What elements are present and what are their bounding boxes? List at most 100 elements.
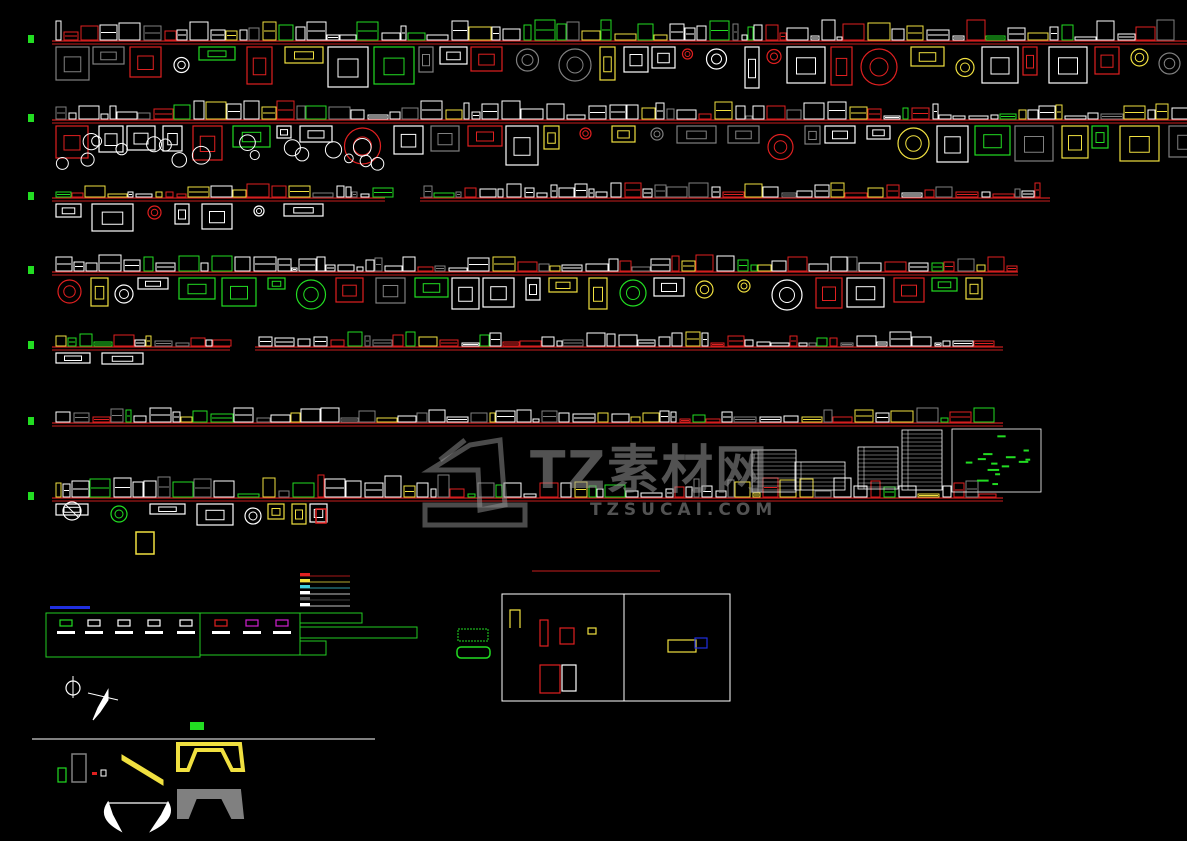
elevation-block <box>85 262 98 272</box>
plan-block <box>893 277 925 303</box>
elevation-block <box>261 106 277 120</box>
elevation-block <box>883 115 901 120</box>
plan-block <box>767 133 794 161</box>
elevation-block <box>538 263 550 272</box>
elevation-block <box>669 23 685 41</box>
elevation-block <box>1021 190 1035 198</box>
elevation-block <box>446 416 469 423</box>
elevation-block <box>539 482 559 498</box>
elevation-block <box>154 340 173 347</box>
plan-block <box>299 125 333 143</box>
elevation-block <box>210 29 226 41</box>
plan-block <box>1014 125 1054 162</box>
watermark-logo <box>421 437 528 528</box>
elevation-block <box>325 264 336 272</box>
elevation-block <box>830 182 845 198</box>
elevation-block <box>856 335 877 347</box>
elevation-block <box>884 261 907 272</box>
elevation-block <box>600 19 612 41</box>
elevation-block <box>187 186 210 198</box>
elevation-block <box>901 192 923 198</box>
elevation-block <box>701 485 713 498</box>
elevation-block <box>585 263 609 272</box>
elevation-block <box>213 480 235 498</box>
plan-block <box>558 48 592 82</box>
elevation-block <box>471 111 481 120</box>
elevation-block <box>992 193 1015 198</box>
plan-block <box>1061 125 1089 159</box>
elevation-block <box>596 488 604 498</box>
plan-block <box>146 136 163 153</box>
elevation-block <box>886 184 900 198</box>
elevation-block <box>290 412 301 423</box>
elevation-block <box>234 256 251 272</box>
plan-block <box>221 277 257 307</box>
elevation-block <box>523 24 532 41</box>
elevation-block <box>403 485 416 498</box>
plan-block <box>705 48 728 70</box>
elevation-block <box>650 258 671 272</box>
elevation-block <box>345 186 352 198</box>
door-block <box>315 508 327 524</box>
plan-block <box>515 48 540 72</box>
elevation-block <box>541 410 558 423</box>
elevation-block <box>952 340 974 347</box>
elevation-block <box>714 101 733 120</box>
elevation-block <box>291 267 298 272</box>
elevation-block <box>556 23 567 41</box>
elevation-block <box>562 339 584 347</box>
plan-block <box>91 135 103 147</box>
elevation-block <box>990 114 999 120</box>
plan-block <box>110 505 128 523</box>
elevation-block <box>549 265 561 272</box>
elevation-block <box>300 408 321 423</box>
elevation-block <box>588 485 597 498</box>
elevation-block <box>501 100 521 120</box>
elevation-block <box>1018 109 1027 120</box>
elevation-block <box>445 109 463 120</box>
elevation-block <box>722 191 745 198</box>
elevation-block <box>523 493 537 498</box>
elevation-block <box>836 36 843 41</box>
elevation-block <box>808 263 829 272</box>
elevation-block <box>212 339 232 347</box>
elevation-block <box>233 407 254 423</box>
plan-block <box>178 277 216 300</box>
elevation-block <box>479 188 497 198</box>
elevation-block <box>671 255 680 272</box>
elevation-block <box>316 256 326 272</box>
elevation-block <box>695 254 714 272</box>
elevation-block <box>262 21 277 41</box>
elevation-block <box>71 192 84 198</box>
plan-block <box>283 139 301 157</box>
elevation-block <box>781 192 797 198</box>
elevation-block <box>558 187 575 198</box>
elevation-block <box>451 20 469 41</box>
elevation-block <box>976 264 986 272</box>
elevation-block <box>952 115 966 120</box>
elevation-block <box>351 191 358 198</box>
elevation-block <box>595 191 608 198</box>
elevation-block <box>68 112 77 120</box>
elevation-block <box>278 24 294 41</box>
elevation-block <box>727 335 745 347</box>
elevation-block <box>756 341 771 347</box>
plan-block <box>55 125 89 159</box>
elevation-block <box>978 493 997 498</box>
plan-block <box>623 46 649 73</box>
elevation-block <box>867 22 891 41</box>
elevation-block <box>574 481 588 498</box>
elevation-block <box>99 24 118 41</box>
elevation-block <box>692 414 706 423</box>
elevation-block <box>125 409 132 423</box>
plan-block <box>284 46 324 64</box>
elevation-block <box>135 193 153 198</box>
elevation-block <box>786 109 802 120</box>
elevation-block <box>1074 36 1097 41</box>
elevation-block <box>827 101 847 120</box>
elevation-block <box>952 35 965 41</box>
elevation-block <box>610 182 622 198</box>
elevation-block <box>175 342 190 347</box>
elevation-block <box>808 342 817 347</box>
